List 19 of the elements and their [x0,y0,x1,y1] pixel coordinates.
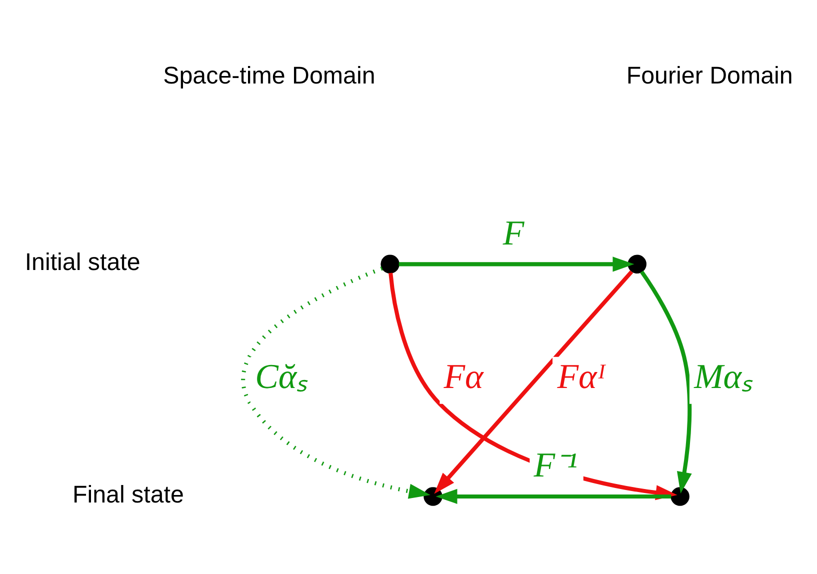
arrow [434,270,634,494]
edge-label: F⁻¹ [534,446,578,485]
edge-label: Mαₛ [694,357,753,396]
node-cross [670,487,690,506]
arrow [398,256,634,272]
label: Final state [72,481,184,508]
edge-label: Fα [444,357,484,396]
label: Initial state [24,249,140,276]
arrow [242,266,430,499]
arrow [436,488,672,504]
node-cross [424,487,442,506]
edge-label: Cᾰₛ [255,357,308,396]
node-cross [380,254,400,274]
label: Fourier Domain [626,62,793,90]
edge-label: F [502,213,524,252]
label: Space-time Domain [163,62,376,90]
node-cross [628,254,646,274]
edge-label: Fαᴵ [557,357,606,396]
arrow [640,270,692,494]
